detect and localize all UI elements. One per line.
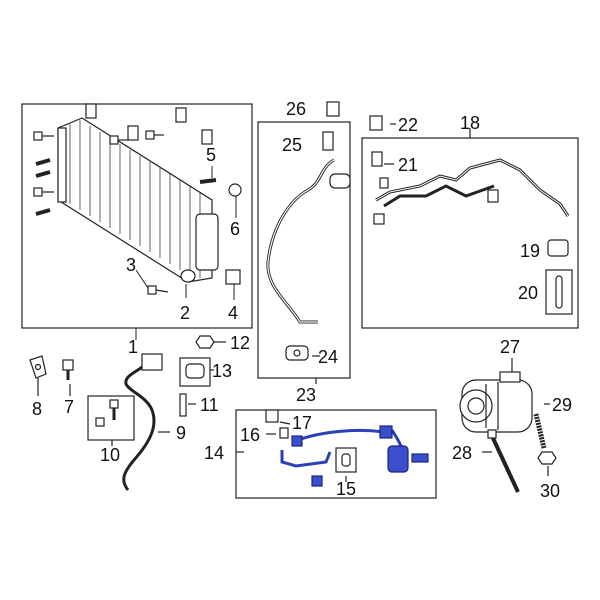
seal-icon[interactable] (285, 173, 351, 361)
nut-icon[interactable] (195, 335, 215, 349)
callout-9[interactable]: 9 (176, 423, 187, 443)
callout-10[interactable]: 10 (100, 445, 121, 465)
bolt-icon[interactable] (33, 130, 164, 197)
callout-28[interactable]: 28 (452, 443, 473, 463)
group-23-frame (257, 121, 351, 379)
bolt-icon[interactable] (147, 285, 169, 295)
condenser-icon[interactable] (57, 117, 219, 283)
nut-icon[interactable] (537, 451, 557, 465)
bolt-icon[interactable] (487, 429, 520, 493)
sensor-icon[interactable] (265, 409, 289, 439)
callout-18[interactable]: 18 (460, 113, 481, 133)
group-1-frame (21, 103, 253, 329)
callout-19[interactable]: 19 (520, 241, 541, 261)
callout-20[interactable]: 20 (518, 283, 539, 303)
callout-4[interactable]: 4 (228, 303, 239, 323)
callout-14[interactable]: 14 (204, 443, 225, 463)
callout-24[interactable]: 24 (318, 347, 339, 367)
seal-icon[interactable] (545, 239, 573, 315)
callout-1[interactable]: 1 (128, 337, 139, 357)
callout-22[interactable]: 22 (398, 115, 419, 135)
callout-17[interactable]: 17 (292, 413, 313, 433)
callout-26[interactable]: 26 (286, 99, 307, 119)
callout-29[interactable]: 29 (552, 395, 573, 415)
callout-15[interactable]: 15 (336, 479, 357, 499)
manifold-block-highlighted[interactable] (379, 425, 429, 473)
callout-7[interactable]: 7 (64, 397, 75, 417)
callout-3[interactable]: 3 (126, 255, 137, 275)
bracket-icon[interactable] (85, 103, 213, 145)
callout-25[interactable]: 25 (282, 135, 303, 155)
valve-cap-icon[interactable] (322, 101, 340, 151)
bolt-icon[interactable] (62, 359, 74, 380)
bolt-icon[interactable] (87, 395, 135, 441)
group-14-frame (235, 409, 437, 499)
callout-8[interactable]: 8 (32, 399, 43, 419)
seal-icon[interactable] (335, 447, 357, 473)
compressor-icon[interactable] (459, 371, 533, 433)
callout-6[interactable]: 6 (230, 219, 241, 239)
callout-12[interactable]: 12 (230, 333, 251, 353)
pin-icon[interactable] (35, 158, 217, 216)
callout-13[interactable]: 13 (212, 361, 233, 381)
callout-11[interactable]: 11 (200, 395, 219, 415)
grommet-icon[interactable] (180, 183, 242, 285)
valve-icon[interactable] (141, 353, 163, 371)
valve-icon[interactable] (369, 115, 499, 225)
callout-21[interactable]: 21 (398, 155, 419, 175)
tube-icon[interactable] (122, 358, 156, 491)
pin-icon[interactable] (179, 393, 187, 417)
fitting-highlighted[interactable] (291, 435, 323, 487)
callout-2[interactable]: 2 (180, 303, 191, 323)
seal-icon[interactable] (179, 357, 211, 387)
callout-23[interactable]: 23 (296, 385, 317, 405)
callout-30[interactable]: 30 (540, 481, 561, 501)
seal-icon[interactable] (29, 355, 47, 379)
callout-27[interactable]: 27 (500, 337, 521, 357)
hose-icon[interactable] (266, 158, 335, 324)
stud-icon[interactable] (533, 413, 547, 449)
callout-16[interactable]: 16 (240, 425, 261, 445)
callout-5[interactable]: 5 (206, 145, 217, 165)
